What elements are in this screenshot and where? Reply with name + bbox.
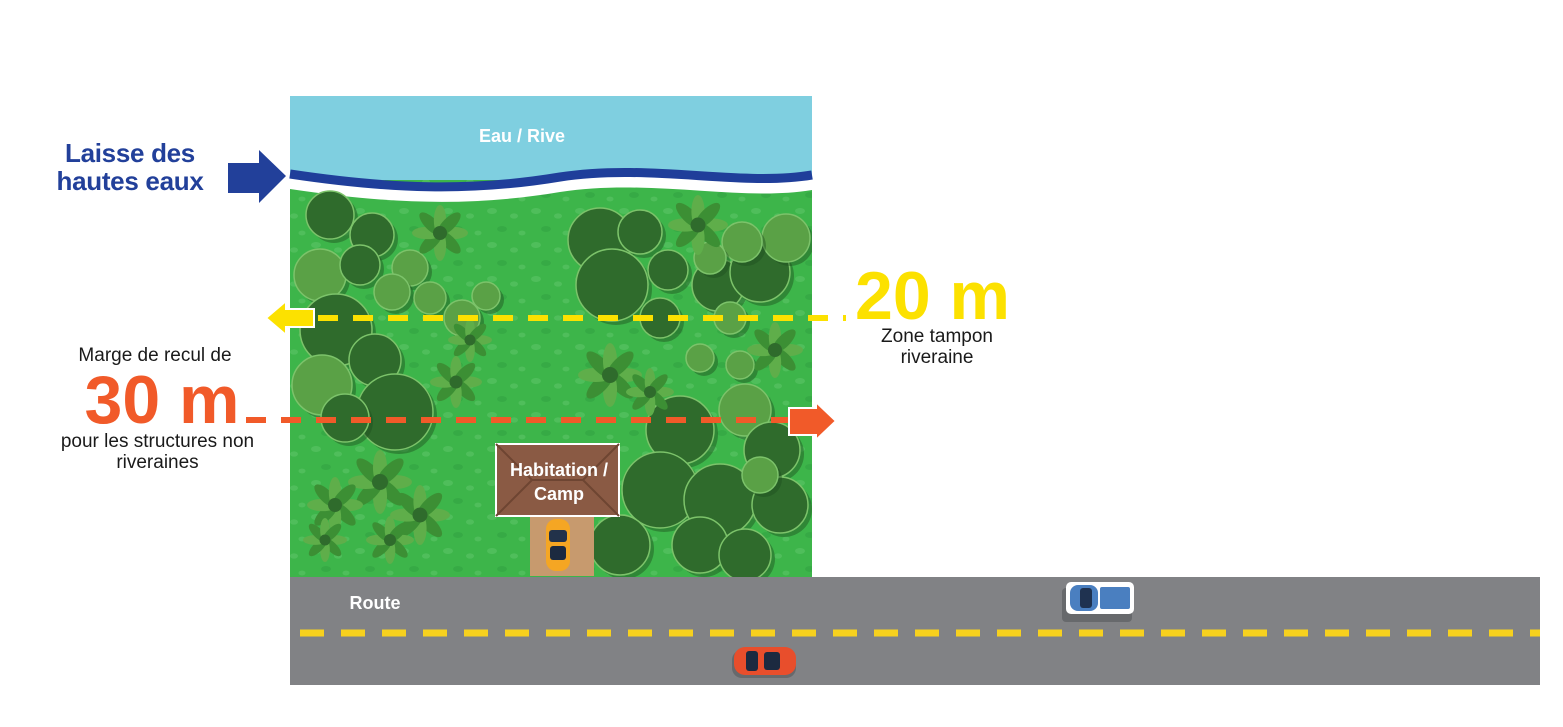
tree-canopy [671, 516, 729, 574]
tree-canopy [761, 213, 811, 263]
buffer-value: 20 m [855, 258, 1010, 334]
driveway-car [546, 519, 570, 571]
shrub-center [690, 217, 706, 233]
shrub-center [433, 226, 447, 240]
shrub-center [768, 343, 782, 357]
shrub-center [319, 534, 331, 546]
high-water-mark-label: Laisse des hautes eaux [56, 138, 204, 196]
tree-canopy [305, 190, 355, 240]
shoreline-white [290, 175, 812, 202]
shrub-center [372, 474, 388, 490]
roof-ridge [495, 443, 620, 517]
tree-canopy [718, 383, 772, 437]
tree-canopy [718, 528, 772, 578]
setback-value: 30 m [84, 362, 240, 438]
tree-canopy [721, 221, 763, 263]
road-truck [1062, 582, 1134, 622]
shrub-center [602, 367, 618, 383]
tree-canopy [471, 281, 501, 311]
buffer-arrow-left [264, 298, 315, 338]
tree-canopy [413, 281, 447, 315]
high-water-mark-arrow [228, 150, 286, 203]
tree-canopy [293, 248, 347, 302]
shrub-center [449, 375, 463, 389]
buffer-label: Zone tampon riveraine [881, 326, 993, 368]
high-water-mark-line [289, 167, 813, 192]
tree-canopy [685, 343, 715, 373]
vegetation [291, 190, 812, 578]
shrub-center [328, 498, 342, 512]
shrub-center [464, 334, 476, 346]
tree-canopy [617, 209, 663, 255]
tree-canopy [725, 350, 755, 380]
tree-canopy [575, 248, 649, 322]
water-label: Eau / Rive [479, 126, 565, 146]
tree-canopy [339, 244, 381, 286]
shrub-center [644, 386, 656, 398]
tree-canopy [373, 273, 411, 311]
tree-canopy [647, 249, 689, 291]
house-label-line1: Habitation / [510, 460, 608, 480]
shrub-center [412, 507, 428, 523]
setback-arrow-right [788, 399, 838, 443]
house-label-line2: Camp [534, 484, 584, 504]
tree-canopy [741, 456, 779, 494]
road-car [732, 647, 796, 678]
tree-canopy [589, 514, 651, 576]
water-area [290, 96, 812, 186]
setback-label-prefix: Marge de recul de [78, 345, 232, 366]
setback-label-suffix: pour les structures non riveraines [60, 431, 255, 473]
road-label: Route [350, 593, 401, 613]
shrub-center [384, 534, 396, 546]
